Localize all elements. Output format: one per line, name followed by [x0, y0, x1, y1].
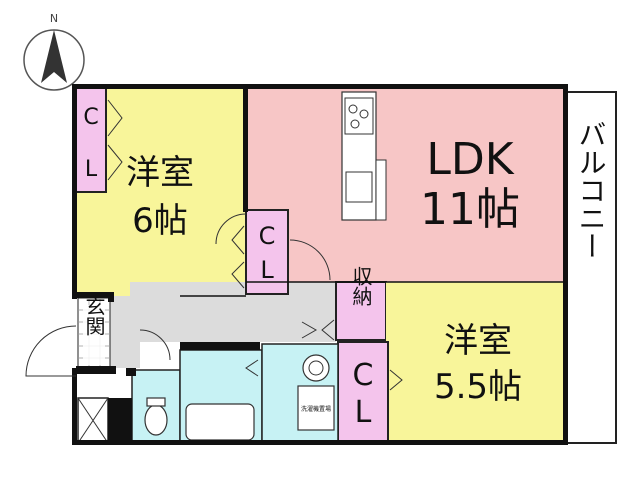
western-5-5-line2: 5.5帖 [434, 367, 522, 407]
closet-mid-c: C [259, 222, 276, 250]
closet-top-left-c: C [83, 105, 98, 130]
closet-bottom-c: C [353, 358, 374, 393]
closet-top-left [75, 87, 107, 193]
burner-1-icon [348, 104, 358, 114]
door-swings [25, 213, 331, 377]
kitchen-side-counter [375, 159, 387, 221]
western-room-5-5 [386, 282, 566, 443]
compass-north-label: N [50, 12, 58, 25]
washbasin-inner-icon [308, 360, 324, 376]
closet-bottom-l: L [355, 395, 372, 430]
entrance-label: 玄関 [82, 296, 106, 336]
hallway [130, 282, 336, 342]
storage-label: 収納 [349, 266, 373, 306]
washer-area-label: 洗濯機置場 [301, 405, 331, 413]
compass-arrow-icon [41, 30, 67, 83]
ldk-line1: LDK [426, 134, 514, 185]
storage-closet [335, 281, 387, 341]
burner-3-icon [350, 119, 360, 129]
closet-mid [245, 209, 289, 295]
balcony-label: バルコニー [575, 120, 608, 260]
western-6-line1: 洋室 [126, 153, 194, 193]
sink-icon [345, 171, 373, 203]
washbasin-icon [302, 354, 330, 382]
toilet-tank-icon [146, 397, 166, 407]
closet-mid-l: L [260, 256, 274, 284]
western-6-line2: 6帖 [132, 201, 188, 241]
closet-top-left-l: L [85, 157, 98, 182]
hallway-entry [110, 296, 140, 368]
entrance-label-bg [83, 305, 105, 365]
balcony [565, 91, 617, 444]
ldk-line2: 11帖 [420, 184, 520, 235]
walls [72, 84, 568, 445]
toilet-icon [144, 404, 168, 436]
bathtub-icon [185, 403, 255, 441]
ldk-room [246, 88, 566, 282]
washer-area [297, 385, 335, 431]
burner-2-icon [359, 109, 369, 119]
shoe-cabinet-cross-b [77, 397, 109, 444]
closet-door-markers [107, 99, 403, 391]
western-5-5-line1: 洋室 [444, 321, 512, 361]
stove-icon [344, 97, 374, 135]
compass: N [23, 12, 85, 91]
